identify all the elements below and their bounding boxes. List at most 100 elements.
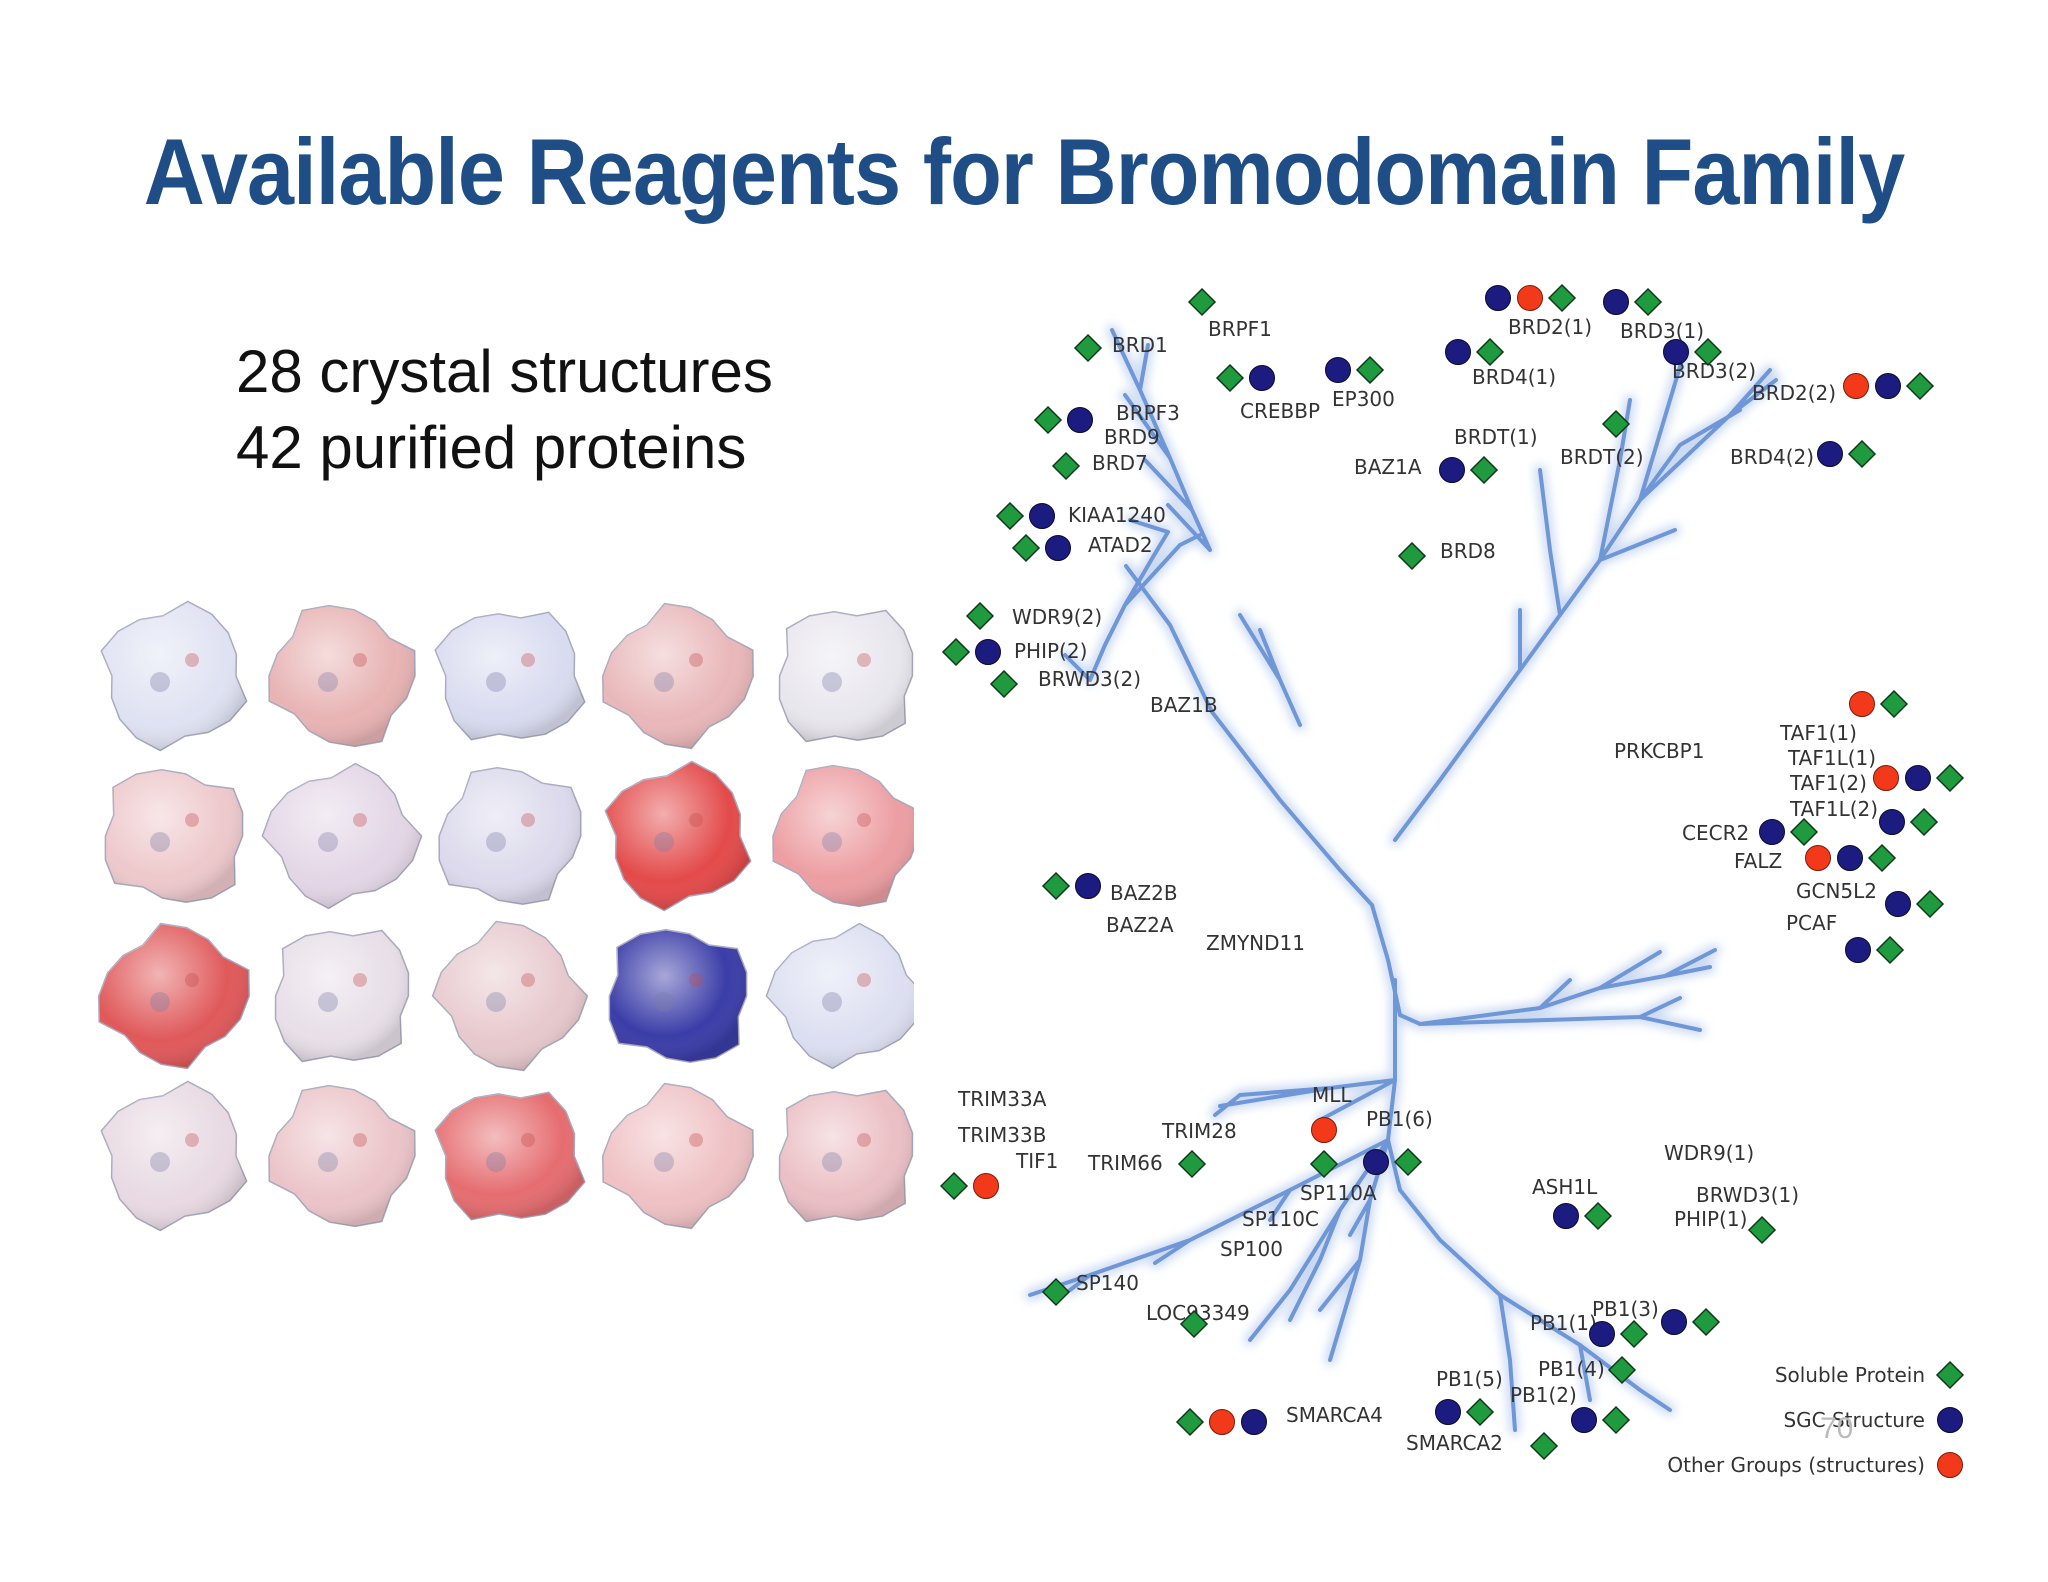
marker-diamond-kiaa1240: [995, 501, 1025, 531]
tree-label-brwd3-1: BRWD3(1): [1696, 1183, 1799, 1207]
marker-circle-cecr2: [1759, 819, 1785, 845]
marker-diamond-trim28: [1177, 1149, 1207, 1179]
marker-diamond-brdt-1: [1469, 455, 1499, 485]
marker-diamond-brd3-2: [1693, 337, 1723, 367]
protein-surface: [778, 1089, 914, 1223]
tree-label-brd3-2: BRD3(2): [1672, 359, 1756, 383]
protein-surface: [274, 929, 410, 1063]
marker-other-brd2-2: [1843, 373, 1869, 399]
marker-circle-brdt-1: [1439, 457, 1465, 483]
marker-diamond-phip-2: [941, 637, 971, 667]
tree-label-brpf3: BRPF3: [1116, 401, 1180, 425]
structure-grid: [98, 600, 914, 1232]
marker-circle-pb1-1: [1589, 1321, 1615, 1347]
tree-label-taf1-2: TAF1(2): [1789, 771, 1867, 795]
protein-surface: [100, 600, 248, 752]
marker-circle-pcaf: [1845, 937, 1871, 963]
marker-diamond-brpf1: [1187, 287, 1217, 317]
protein-surface: [434, 1091, 586, 1221]
marker-diamond-brd8: [1397, 541, 1427, 571]
marker-circle-atad2: [1045, 535, 1071, 561]
marker-circle-kiaa1240: [1029, 503, 1055, 529]
marker-diamond-brd7: [1051, 451, 1081, 481]
tree-label-pb1-1: PB1(1): [1530, 1311, 1597, 1335]
marker-diamond-brd3-1: [1633, 287, 1663, 317]
tree-label-ash1l: ASH1L: [1532, 1175, 1598, 1199]
marker-diamond-brd1: [1073, 333, 1103, 363]
protein-surface: [268, 604, 416, 748]
tree-label-prkcbp1: PRKCBP1: [1614, 739, 1704, 763]
tree-label-atad2: ATAD2: [1088, 533, 1153, 557]
tree-label-baz1b: BAZ1B: [1150, 693, 1218, 717]
tree-label-phip-1: PHIP(1): [1674, 1207, 1747, 1231]
tree-label-pb1-4: PB1(4): [1538, 1357, 1605, 1381]
tree-label-brd8: BRD8: [1440, 539, 1496, 563]
legend-marker-circle: [1937, 1407, 1963, 1433]
tree-label-brd7: BRD7: [1092, 451, 1148, 475]
marker-circle-brd2-1: [1485, 285, 1511, 311]
tree-label-brdt-1: BRDT(1): [1454, 425, 1538, 449]
marker-diamond-brd2-1: [1547, 283, 1577, 313]
marker-other-smarca4: [1209, 1409, 1235, 1435]
marker-circle-brd3-2: [1663, 339, 1689, 365]
crystal-structures-count: 28 crystal structures: [236, 338, 773, 405]
legend-label-other-groups-structures: Other Groups (structures): [1667, 1453, 1925, 1477]
marker-circle-brd3-1: [1603, 289, 1629, 315]
marker-circle-pb1-2: [1571, 1407, 1597, 1433]
tree-label-smarca2: SMARCA2: [1406, 1431, 1503, 1455]
page-number: 70: [1820, 1412, 1854, 1445]
protein-surface: [602, 602, 754, 750]
marker-other-mll: [1311, 1117, 1337, 1143]
tree-label-brd9: BRD9: [1104, 425, 1160, 449]
protein-surface: [765, 922, 914, 1070]
marker-diamond-pcaf: [1875, 935, 1905, 965]
legend-label-soluble-protein: Soluble Protein: [1775, 1363, 1925, 1387]
protein-surface: [778, 609, 914, 743]
marker-circle-brpf3: [1067, 407, 1093, 433]
tree-label-cecr2: CECR2: [1682, 821, 1749, 845]
tree-label-kiaa1240: KIAA1240: [1068, 503, 1166, 527]
marker-diamond-crebbp: [1215, 363, 1245, 393]
tree-label-baz1a: BAZ1A: [1354, 455, 1422, 479]
protein-surface: [772, 764, 914, 908]
marker-circle-ash1l: [1553, 1203, 1579, 1229]
tree-label-brd4-2: BRD4(2): [1730, 445, 1814, 469]
marker-circle-crebbp: [1249, 365, 1275, 391]
tree-branch: [1063, 518, 1202, 682]
marker-circle-brd4-2: [1817, 441, 1843, 467]
marker-diamond-taf1-1: [1879, 689, 1909, 719]
marker-diamond-brpf3: [1033, 405, 1063, 435]
protein-surface: [608, 929, 748, 1063]
marker-diamond-brdt-2: [1601, 409, 1631, 439]
tree-label-brd2-2: BRD2(2): [1752, 381, 1836, 405]
marker-other-taf1-1: [1849, 691, 1875, 717]
marker-circle-brd4-1: [1445, 339, 1471, 365]
marker-circle-pb1-3: [1661, 1309, 1687, 1335]
tree-label-brd4-1: BRD4(1): [1472, 365, 1556, 389]
marker-diamond-pb1-6: [1393, 1147, 1423, 1177]
marker-diamond-sp140: [1041, 1277, 1071, 1307]
marker-diamond-falz: [1867, 843, 1897, 873]
marker-diamond-cecr2: [1789, 817, 1819, 847]
marker-diamond-sp110a: [1309, 1149, 1339, 1179]
tree-label-brd3-1: BRD3(1): [1620, 319, 1704, 343]
tree-branch: [1398, 1188, 1672, 1432]
tree-branch: [1318, 1138, 1390, 1362]
protein-surface: [434, 611, 586, 741]
protein-surface: [100, 1080, 248, 1232]
marker-diamond-brd4-1: [1475, 337, 1505, 367]
tree-label-falz: FALZ: [1734, 849, 1782, 873]
tree-label-pb1-5: PB1(5): [1436, 1367, 1503, 1391]
marker-circle-pb1-6: [1363, 1149, 1389, 1175]
summary-stats: 28 crystal structures 42 purified protei…: [236, 334, 773, 486]
tree-label-wdr9-1: WDR9(1): [1664, 1141, 1754, 1165]
marker-diamond-smarca4: [1175, 1407, 1205, 1437]
tree-label-trim33a: TRIM33A: [957, 1087, 1047, 1111]
marker-other-falz: [1805, 845, 1831, 871]
tree-label-pb1-6: PB1(6): [1366, 1107, 1433, 1131]
tree-label-smarca4: SMARCA4: [1286, 1403, 1383, 1427]
legend-label-sgc-structure: SGC Structure: [1783, 1408, 1925, 1432]
tree-label-pcaf: PCAF: [1786, 911, 1837, 935]
marker-diamond-brd4-2: [1847, 439, 1877, 469]
